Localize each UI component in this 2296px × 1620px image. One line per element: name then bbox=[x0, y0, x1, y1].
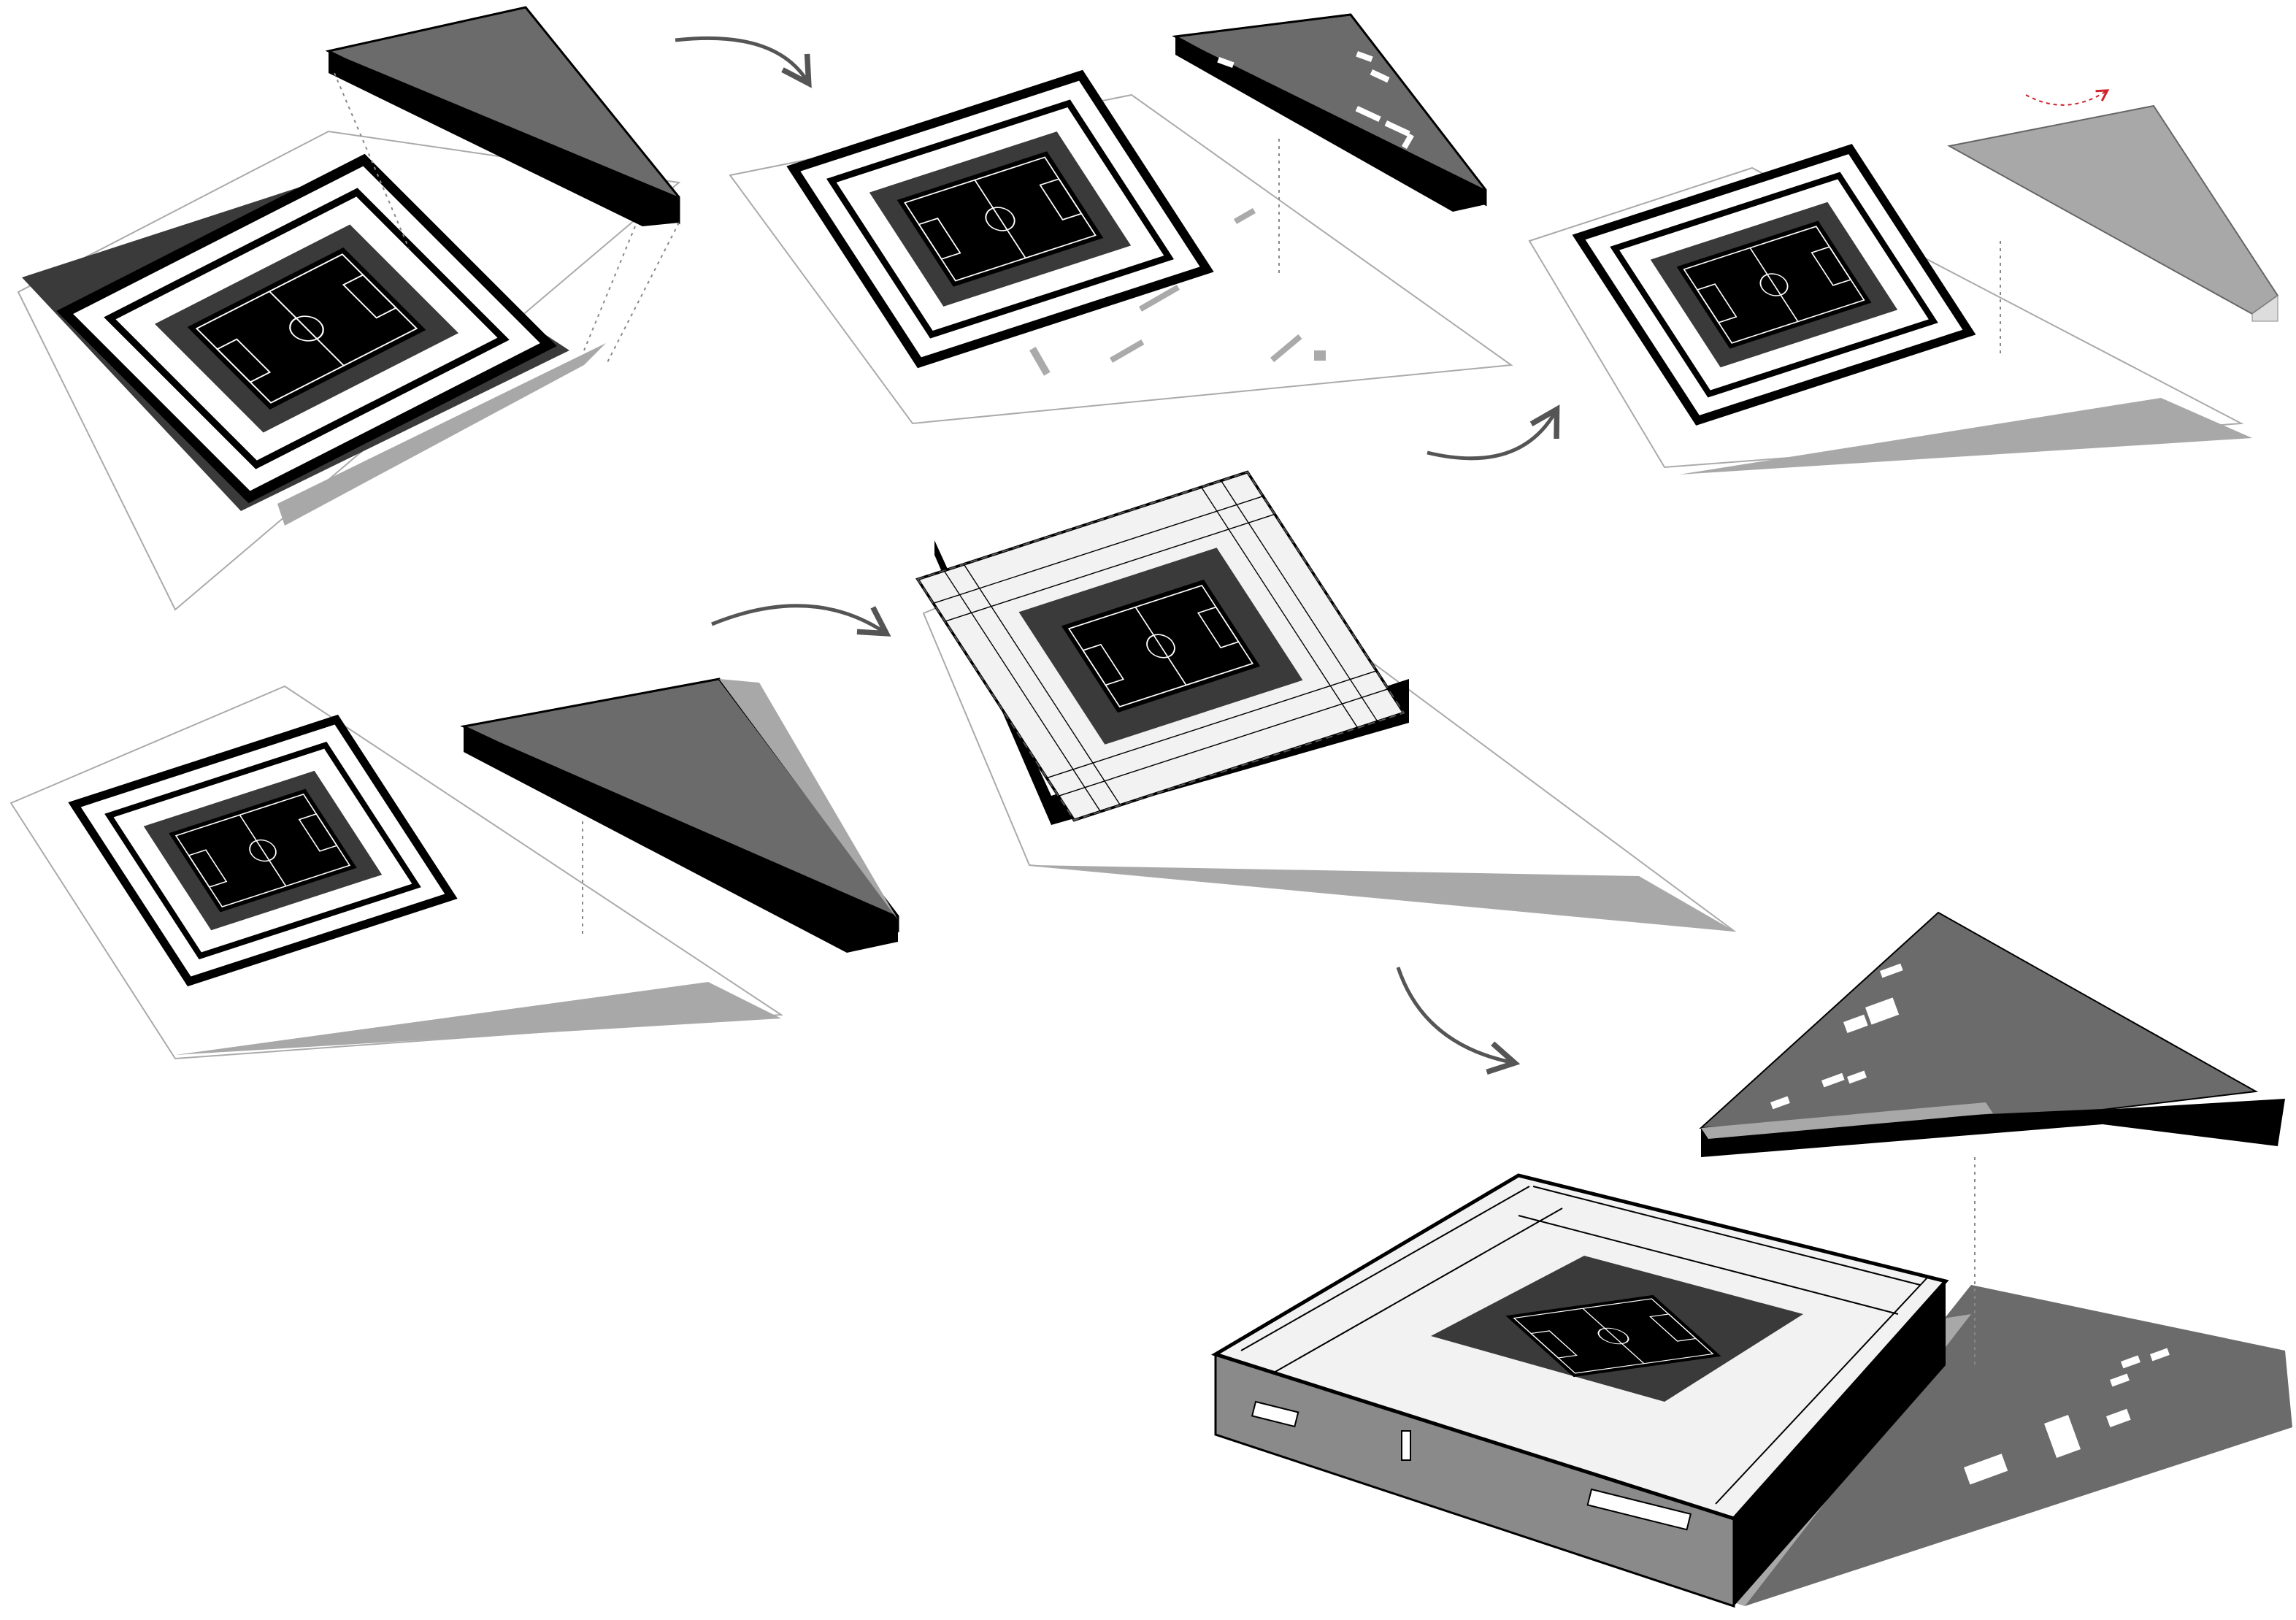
step-6-model bbox=[1216, 913, 2292, 1606]
shadow bbox=[1033, 865, 1734, 931]
projection-line bbox=[606, 223, 679, 365]
facade-opening bbox=[1402, 1431, 1410, 1460]
step-4-model bbox=[11, 679, 898, 1059]
shadow bbox=[1679, 398, 2252, 475]
roof-wedge-translucent bbox=[1949, 106, 2278, 314]
rotation-arrow bbox=[2026, 91, 2106, 105]
stadium bbox=[65, 160, 549, 497]
sequence-arrow bbox=[1398, 967, 1511, 1062]
stadium bbox=[794, 75, 1207, 363]
sequence-arrow bbox=[712, 606, 883, 632]
step-1-model bbox=[18, 7, 679, 610]
step-5-model bbox=[918, 472, 1734, 931]
stadium bbox=[1579, 149, 1970, 421]
roof-wedge bbox=[1701, 913, 2256, 1128]
sequence-arrow bbox=[1427, 412, 1555, 458]
shadow bbox=[175, 982, 781, 1055]
step-2-model bbox=[730, 15, 1511, 423]
projection-line bbox=[584, 226, 635, 350]
sequence-arrow bbox=[675, 38, 807, 80]
step-3-model bbox=[1529, 91, 2278, 475]
